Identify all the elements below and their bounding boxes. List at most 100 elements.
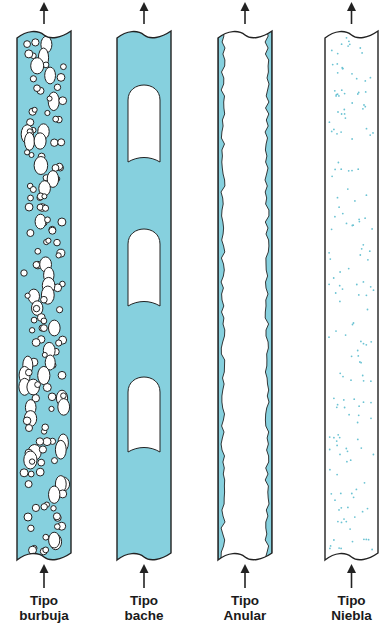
mist-droplet: [336, 63, 338, 65]
mist-droplet: [363, 104, 365, 106]
mist-droplet: [345, 334, 347, 336]
mist-droplet: [361, 52, 363, 54]
mist-droplet: [342, 68, 344, 70]
mist-droplet: [348, 40, 350, 42]
mist-droplet: [337, 404, 339, 406]
gas-bubble: [21, 270, 27, 276]
gas-bubble: [36, 468, 44, 476]
mist-droplet: [349, 528, 351, 530]
mist-droplet: [333, 437, 335, 439]
gas-bubble: [26, 425, 33, 432]
flow-arrow: [143, 10, 145, 24]
mist-droplet: [370, 286, 372, 288]
mist-droplet: [351, 493, 353, 495]
mist-droplet: [348, 414, 350, 416]
mist-droplet: [365, 344, 367, 346]
flow-arrow: [351, 572, 353, 588]
gas-bubble: [47, 96, 52, 101]
pipe-wall: [218, 31, 272, 560]
mist-droplet: [352, 541, 354, 543]
mist-droplet: [365, 91, 367, 93]
gas-bubble: [41, 325, 48, 332]
mist-droplet: [341, 89, 343, 91]
gas-bubble: [28, 195, 34, 201]
mist-droplet: [358, 294, 360, 296]
mist-droplet: [329, 258, 331, 260]
gas-bubble: [45, 217, 51, 223]
mist-droplet: [370, 380, 372, 382]
mist-droplet: [339, 271, 341, 273]
mist-droplet: [362, 244, 364, 246]
mist-droplet: [333, 129, 335, 131]
mist-droplet: [363, 538, 365, 540]
mist-droplet: [357, 355, 359, 357]
mist-droplet: [330, 545, 332, 547]
mist-droplet: [367, 309, 369, 311]
mist-droplet: [361, 248, 363, 250]
mist-droplet: [343, 399, 345, 401]
mist-droplet: [362, 108, 364, 110]
gas-bubble: [58, 371, 66, 379]
mist-droplet: [343, 109, 345, 111]
mist-droplet: [346, 37, 348, 39]
mist-droplet: [358, 219, 360, 221]
mist-droplet: [336, 406, 338, 408]
gas-bubble: [57, 307, 63, 313]
mist-droplet: [352, 324, 354, 326]
mist-droplet: [331, 50, 333, 52]
flow-arrow: [43, 572, 45, 588]
gas-bubble: [29, 153, 34, 158]
mist-droplet: [370, 341, 372, 343]
gas-bubble: [53, 116, 59, 122]
gas-bubble: [57, 249, 65, 257]
mist-droplet: [364, 106, 366, 108]
gas-bubble: [41, 504, 47, 510]
mist-droplet: [340, 548, 342, 550]
gas-bubble: [58, 399, 70, 416]
liquid: [17, 24, 71, 566]
gas-bubble: [25, 50, 33, 58]
mist-droplet: [344, 93, 346, 95]
gas-bubble: [30, 76, 36, 82]
mist-droplet: [342, 376, 344, 378]
gas-bubble: [55, 524, 61, 530]
mist-droplet: [351, 355, 353, 357]
mist-droplet: [343, 518, 345, 520]
gas-bubble: [43, 534, 49, 540]
mist-droplet: [336, 94, 338, 96]
mist-droplet: [362, 375, 364, 377]
gas-bubble: [49, 406, 54, 411]
mist-droplet: [329, 121, 331, 123]
mist-droplet: [346, 461, 348, 463]
mist-droplet: [332, 64, 334, 66]
gas-bubble: [31, 317, 37, 323]
gas-bubble: [49, 532, 60, 548]
mist-droplet: [341, 67, 343, 69]
gas-bubble: [61, 393, 67, 399]
pipe-section: [17, 24, 71, 566]
mist-droplet: [337, 434, 339, 436]
gas-bubble: [45, 110, 50, 115]
mist-droplet: [334, 90, 336, 92]
gas-bubble: [24, 451, 37, 469]
mist-droplet: [333, 277, 335, 279]
mist-droplet: [341, 113, 343, 115]
mist-droplet: [341, 522, 343, 524]
gas-bubble: [30, 187, 36, 193]
mist-droplet: [369, 134, 371, 136]
pipe-section: [117, 24, 171, 566]
mist-droplet: [364, 482, 366, 484]
mist-droplet: [344, 407, 346, 409]
mist-droplet: [350, 379, 352, 381]
flow-arrow: [241, 564, 250, 573]
mist-droplet: [357, 93, 359, 95]
flow-arrow: [351, 10, 353, 24]
gas-bubble: [56, 340, 62, 346]
gas-bubble: [58, 218, 66, 226]
flow-arrow: [40, 2, 49, 11]
mist-droplet: [366, 294, 368, 296]
mist-droplet: [352, 224, 354, 226]
mist-droplet: [371, 228, 373, 230]
mist-droplet: [331, 131, 333, 133]
mist-droplet: [370, 417, 372, 419]
